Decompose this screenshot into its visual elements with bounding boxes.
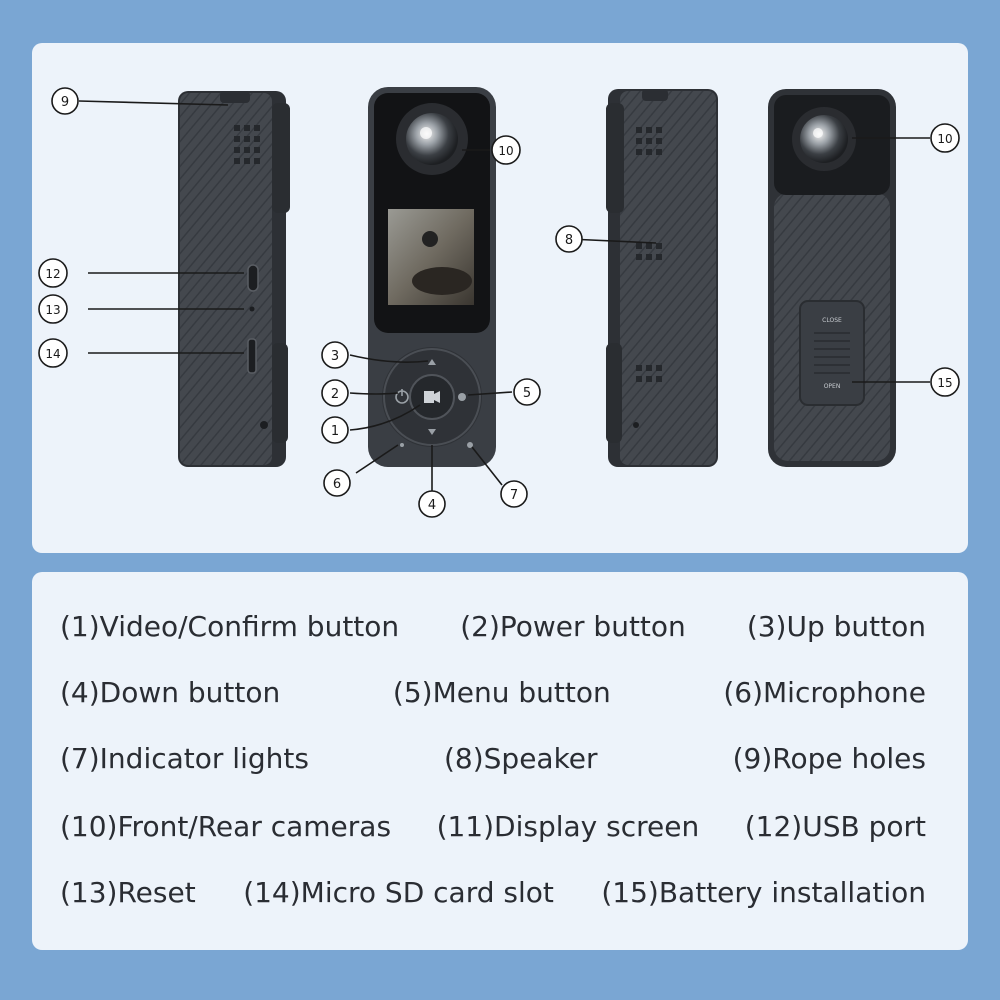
legend-item-11: (11)Display screen: [436, 809, 700, 843]
callout-1-label: 1: [331, 424, 339, 439]
callout-10-rear-label: 10: [937, 132, 952, 146]
callout-15: 15: [930, 367, 960, 397]
callout-7: 7: [500, 480, 528, 508]
power-button[interactable]: [395, 389, 409, 404]
legend-row-4: (10)Front/Rear cameras (11)Display scree…: [60, 806, 926, 846]
callout-5-label: 5: [523, 386, 531, 401]
callout-10-front: 10: [491, 135, 521, 165]
front-view: [368, 87, 496, 467]
leader-lines: [78, 100, 930, 491]
legend-panel: (1)Video/Confirm button (2)Power button …: [32, 572, 968, 950]
legend-item-8: (8)Speaker: [444, 741, 598, 775]
legend-item-13: (13)Reset: [60, 875, 196, 909]
rear-view: CLOSE OPEN: [768, 89, 896, 467]
side-view-left: [178, 91, 290, 467]
callout-5: 5: [513, 378, 541, 406]
microphone-hole: [400, 443, 404, 447]
legend-item-2: (2)Power button: [460, 609, 686, 643]
legend-item-12: (12)USB port: [744, 809, 926, 843]
legend-item-6: (6)Microphone: [723, 675, 926, 709]
callout-4-label: 4: [428, 498, 436, 513]
menu-button[interactable]: [458, 393, 466, 401]
battery-cover[interactable]: [799, 300, 865, 406]
legend-row-3: (7)Indicator lights (8)Speaker (9)Rope h…: [60, 738, 926, 778]
callout-8: 8: [555, 225, 583, 253]
front-camera-lens: [406, 113, 458, 165]
callout-6: 6: [323, 469, 351, 497]
legend-item-4: (4)Down button: [60, 675, 281, 709]
callout-9-label: 9: [61, 95, 69, 110]
legend-row-1: (1)Video/Confirm button (2)Power button …: [60, 606, 926, 646]
indicator-light: [467, 442, 473, 448]
callout-8-label: 8: [565, 233, 573, 248]
speaker-grille-right: [636, 127, 662, 382]
callout-12-label: 12: [45, 267, 60, 281]
diagram-panel: CLOSE OPEN 9 10 8: [32, 43, 968, 553]
callout-14-label: 14: [45, 347, 60, 361]
callout-6-label: 6: [333, 477, 341, 492]
reset-hole: [249, 306, 255, 312]
callout-10-front-label: 10: [498, 144, 513, 158]
callout-2: 2: [321, 379, 349, 407]
cover-open-label: OPEN: [824, 383, 841, 390]
video-icon: [424, 391, 440, 403]
legend-item-14: (14)Micro SD card slot: [243, 875, 554, 909]
callout-14: 14: [38, 338, 68, 368]
rope-hole: [220, 91, 250, 103]
legend-row-5: (13)Reset (14)Micro SD card slot (15)Bat…: [60, 872, 926, 912]
callout-7-label: 7: [510, 488, 518, 503]
callout-4: 4: [418, 490, 446, 518]
sd-slot: [247, 338, 257, 374]
callout-12: 12: [38, 258, 68, 288]
legend-item-1: (1)Video/Confirm button: [60, 609, 400, 643]
legend-item-3: (3)Up button: [746, 609, 926, 643]
callout-1: 1: [321, 416, 349, 444]
cover-close-label: CLOSE: [822, 317, 842, 324]
rear-camera-lens: [800, 115, 848, 163]
callout-10-rear: 10: [930, 123, 960, 153]
legend-item-15: (15)Battery installation: [601, 875, 926, 909]
callout-3: 3: [321, 341, 349, 369]
legend-item-5: (5)Menu button: [392, 675, 611, 709]
callout-2-label: 2: [331, 387, 339, 402]
callout-3-label: 3: [331, 349, 339, 364]
usb-port: [247, 264, 259, 292]
down-button[interactable]: [428, 429, 436, 435]
legend-item-9: (9)Rope holes: [732, 741, 926, 775]
legend-item-7: (7)Indicator lights: [60, 741, 309, 775]
side-view-right: [606, 89, 718, 467]
callout-13: 13: [38, 294, 68, 324]
speaker-grille: [234, 125, 260, 164]
callout-9: 9: [51, 87, 79, 115]
callout-13-label: 13: [45, 303, 60, 317]
up-button[interactable]: [428, 359, 436, 365]
callout-15-label: 15: [937, 376, 952, 390]
legend-item-10: (10)Front/Rear cameras: [60, 809, 392, 843]
legend-row-2: (4)Down button (5)Menu button (6)Microph…: [60, 672, 926, 712]
product-diagram: CLOSE OPEN 9 10 8: [38, 87, 960, 518]
